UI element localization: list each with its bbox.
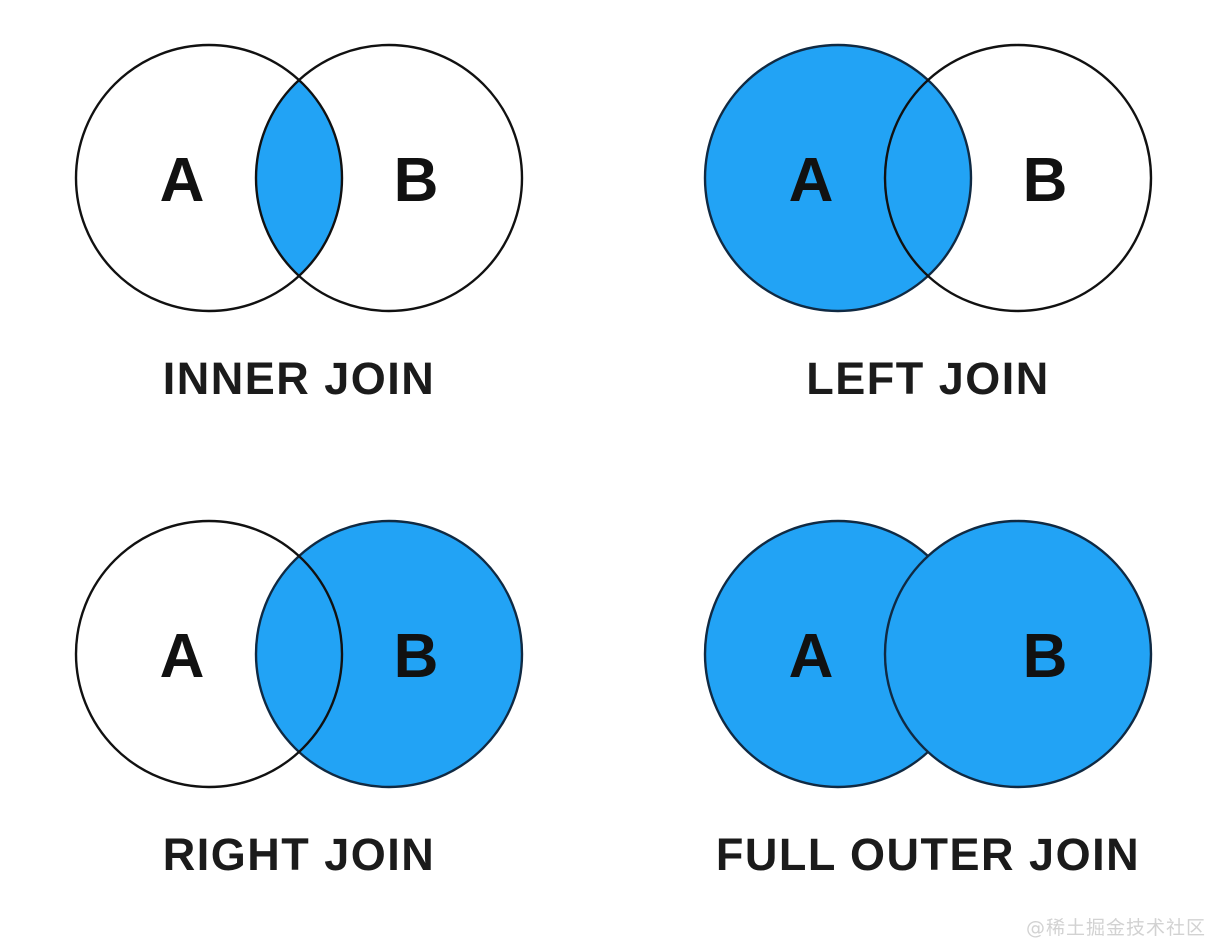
circle-b-filled — [883, 519, 1153, 789]
diagram-panel-right-join: A B RIGHT JOIN — [0, 476, 610, 952]
diagram-panel-left-join: A B LEFT JOIN — [610, 0, 1220, 476]
venn-letter-a: A — [160, 146, 205, 215]
diagram-label-full-outer-join: FULL OUTER JOIN — [715, 829, 1141, 880]
watermark: @稀土掘金技术社区 — [1025, 917, 1206, 939]
diagram-panel-inner-join: A B INNER JOIN — [0, 0, 610, 476]
venn-right-join: A B — [9, 484, 589, 824]
venn-letter-b: B — [1023, 146, 1068, 215]
diagram-label-inner-join: INNER JOIN — [162, 353, 436, 404]
circle-b-outline — [883, 43, 1153, 313]
circle-a-outline — [74, 43, 344, 313]
venn-letter-a: A — [789, 622, 834, 691]
venn-inner-join: A B — [9, 8, 589, 348]
circle-a-filled — [703, 43, 973, 313]
venn-letter-a: A — [160, 622, 205, 691]
venn-full-outer-join: A B — [638, 484, 1218, 824]
diagram-label-right-join: RIGHT JOIN — [162, 829, 436, 880]
venn-svg-left-join: A B — [703, 43, 1153, 313]
venn-letter-b: B — [394, 622, 439, 691]
venn-svg-full-outer-join: A B — [703, 519, 1153, 789]
circle-b-filled — [254, 519, 524, 789]
venn-svg-inner-join: A B — [74, 43, 524, 313]
venn-letter-a: A — [789, 146, 834, 215]
venn-left-join: A B — [638, 8, 1218, 348]
diagram-label-left-join: LEFT JOIN — [806, 353, 1050, 404]
venn-svg-right-join: A B — [74, 519, 524, 789]
circle-b-outline — [254, 43, 524, 313]
intersection-region-inner — [256, 45, 342, 311]
venn-letter-b: B — [1023, 622, 1068, 691]
circle-a-outline — [74, 519, 344, 789]
venn-letter-b: B — [394, 146, 439, 215]
diagram-panel-full-outer-join: A B FULL OUTER JOIN — [610, 476, 1220, 952]
